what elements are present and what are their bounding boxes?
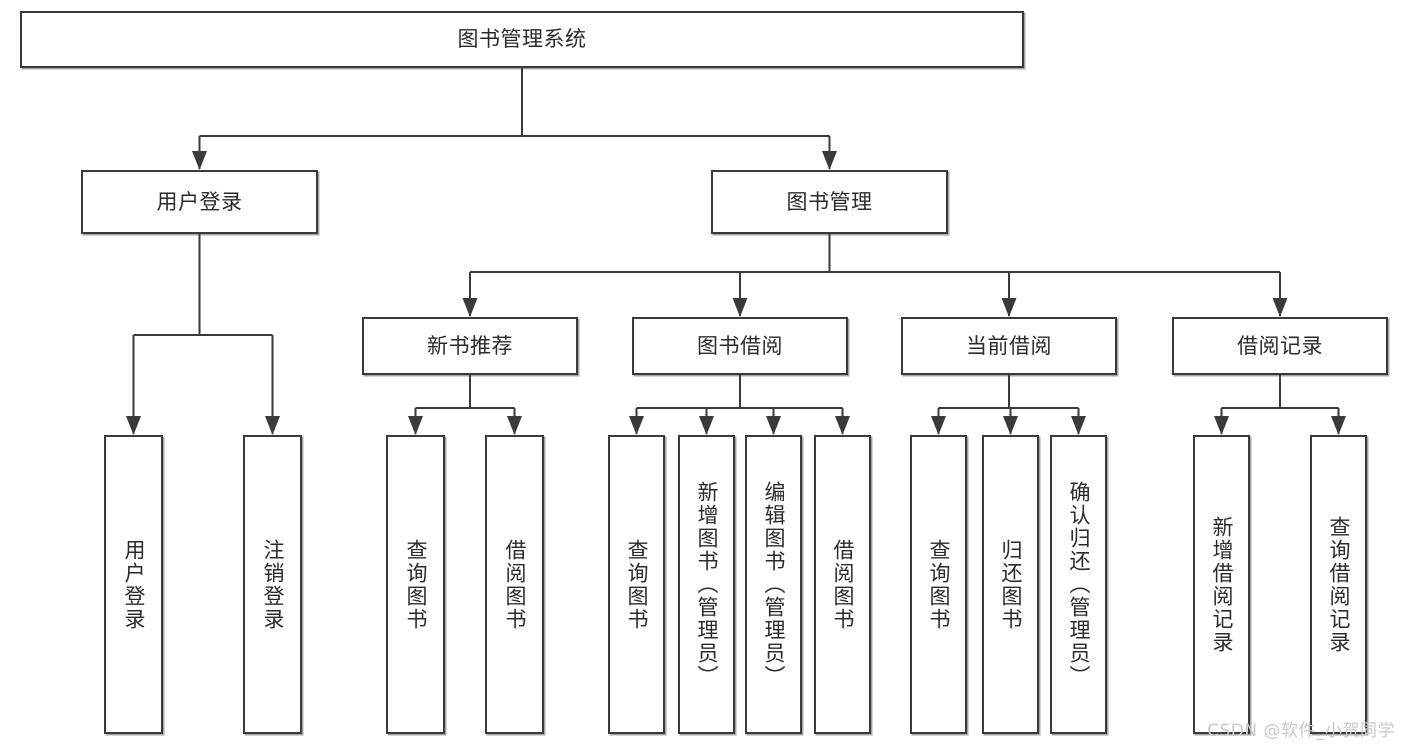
node-label: 用户登录 <box>122 538 147 631</box>
arrowhead-icon <box>931 416 946 435</box>
node-leaf13[interactable]: 查询借阅记录 <box>1310 435 1367 734</box>
node-leaf12[interactable]: 新增借阅记录 <box>1193 435 1250 734</box>
node-label: 当前借阅 <box>966 333 1052 358</box>
node-label: 用户登录 <box>156 189 243 214</box>
arrowhead-icon <box>766 416 781 435</box>
node-leaf11[interactable]: 确认归还（管理员） <box>1050 435 1107 734</box>
arrowhead-icon <box>507 416 522 435</box>
node-label: 图书管理系统 <box>457 27 587 52</box>
arrowhead-icon <box>1214 416 1229 435</box>
node-leaf6[interactable]: 新增图书（管理员） <box>678 435 735 734</box>
node-label: 注销登录 <box>261 538 286 631</box>
node-label: 确认归还（管理员） <box>1067 481 1092 688</box>
arrowhead-icon <box>462 298 478 317</box>
arrowhead-icon <box>126 416 141 435</box>
arrowhead-icon <box>1272 298 1288 317</box>
arrowhead-icon <box>822 151 837 170</box>
node-label: 查询借阅记录 <box>1327 515 1352 654</box>
arrowhead-icon <box>732 298 748 317</box>
node-label: 借阅图书 <box>503 538 528 631</box>
arrowhead-icon <box>1001 298 1017 317</box>
arrowhead-icon <box>699 416 714 435</box>
node-label: 查询图书 <box>625 538 650 631</box>
arrowhead-icon <box>629 416 644 435</box>
node-leaf2[interactable]: 注销登录 <box>243 435 302 734</box>
node-leaf10[interactable]: 归还图书 <box>982 435 1039 734</box>
node-l2b[interactable]: 图书借阅 <box>632 317 848 375</box>
node-label: 编辑图书（管理员） <box>762 481 787 688</box>
node-l2a[interactable]: 新书推荐 <box>362 317 578 375</box>
node-label: 查询图书 <box>927 538 952 631</box>
arrowhead-icon <box>1003 416 1018 435</box>
node-l2d[interactable]: 借阅记录 <box>1172 317 1388 375</box>
node-leaf9[interactable]: 查询图书 <box>910 435 967 734</box>
arrowhead-icon <box>408 416 423 435</box>
node-leaf1[interactable]: 用户登录 <box>104 435 163 734</box>
node-label: 借阅记录 <box>1237 333 1323 358</box>
node-label: 新增图书（管理员） <box>695 481 720 688</box>
node-leaf4[interactable]: 借阅图书 <box>485 435 544 734</box>
node-label: 图书管理 <box>786 189 873 214</box>
arrowhead-icon <box>265 416 280 435</box>
node-leaf7[interactable]: 编辑图书（管理员） <box>745 435 802 734</box>
node-root[interactable]: 图书管理系统 <box>20 11 1024 68</box>
node-label: 新增借阅记录 <box>1210 515 1235 654</box>
node-leaf5[interactable]: 查询图书 <box>608 435 665 734</box>
node-l1b[interactable]: 图书管理 <box>711 170 948 234</box>
arrowhead-icon <box>835 416 850 435</box>
node-label: 新书推荐 <box>427 333 513 358</box>
node-l2c[interactable]: 当前借阅 <box>901 317 1117 375</box>
arrowhead-icon <box>192 151 207 170</box>
node-label: 归还图书 <box>999 538 1024 631</box>
node-label: 查询图书 <box>404 538 429 631</box>
node-label: 图书借阅 <box>697 333 783 358</box>
node-leaf3[interactable]: 查询图书 <box>386 435 445 734</box>
arrowhead-icon <box>1331 416 1346 435</box>
node-l1a[interactable]: 用户登录 <box>81 170 318 234</box>
arrowhead-icon <box>1071 416 1086 435</box>
node-label: 借阅图书 <box>831 538 856 631</box>
node-leaf8[interactable]: 借阅图书 <box>814 435 871 734</box>
